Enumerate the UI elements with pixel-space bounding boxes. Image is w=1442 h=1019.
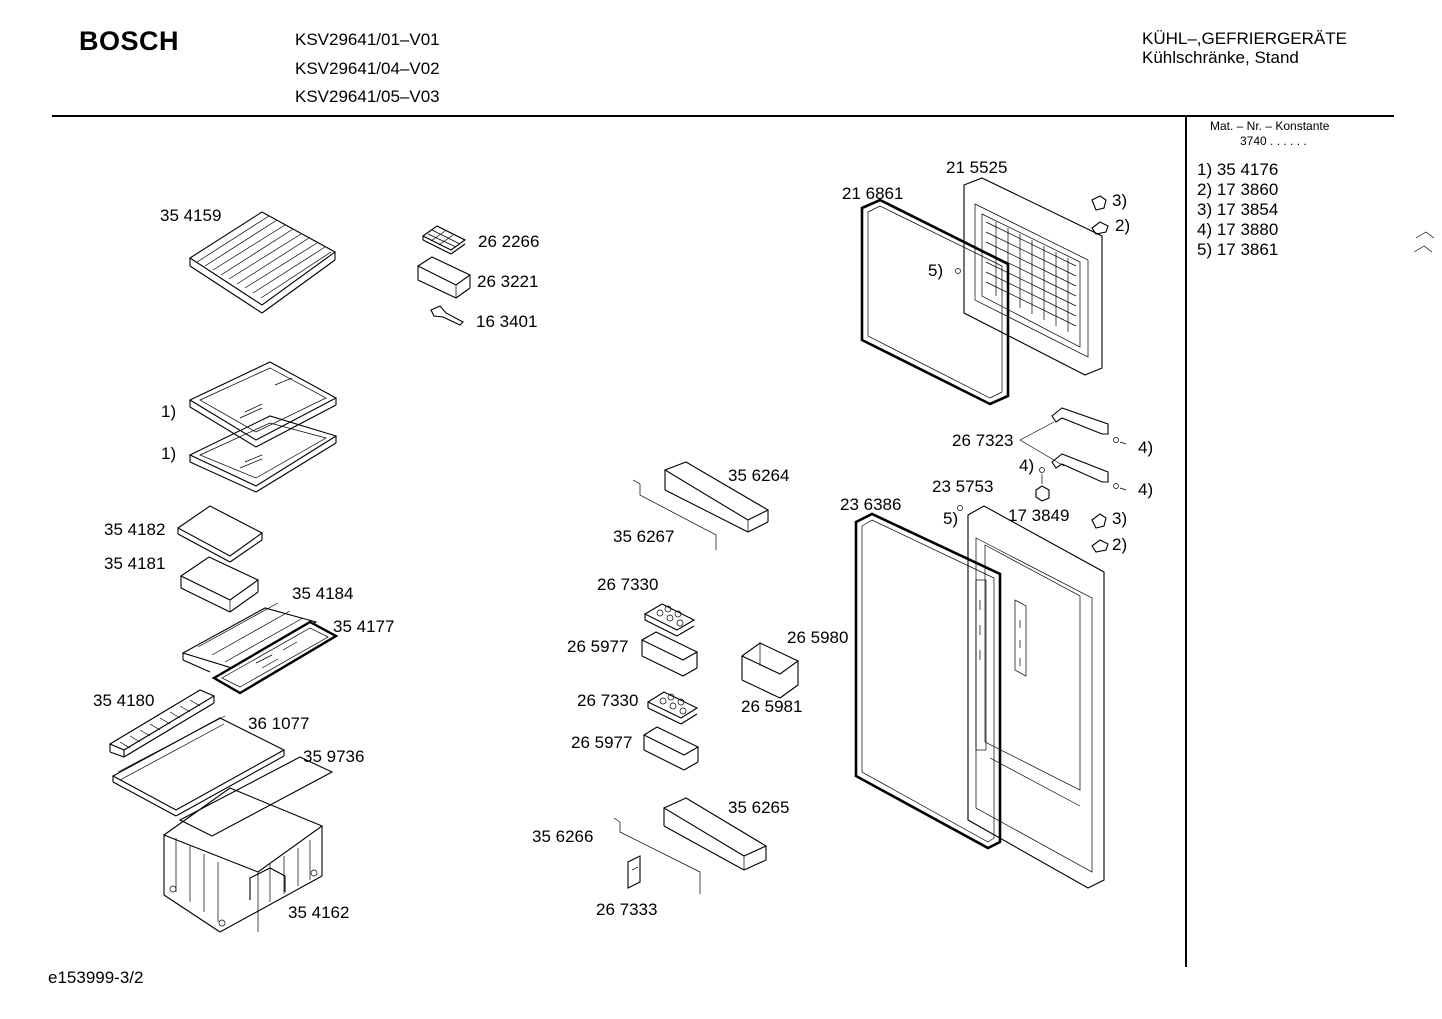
note-4: 4) 17 3880 (1197, 220, 1279, 239)
crisper-glass-part (211, 620, 339, 695)
crisper-cover-plate-part (111, 715, 286, 817)
ref-5-lower: 5) (943, 509, 958, 528)
crisper-divider-plate-part (178, 756, 334, 837)
label-354177: 35 4177 (333, 617, 394, 636)
ice-box-part (416, 256, 472, 299)
bottle-clip-part (627, 855, 641, 889)
drawing-code: e153999-3/2 (48, 968, 144, 987)
ref-4-handle-upper: 4) (1138, 438, 1153, 457)
shelf-rail-lower-part (613, 817, 701, 894)
shelf-rail-upper-part (632, 479, 717, 550)
label-163401: 16 3401 (476, 312, 537, 331)
label-173849: 17 3849 (1008, 506, 1069, 525)
brand-logo: BOSCH (79, 26, 180, 56)
door-handle-upper-part (1051, 407, 1127, 445)
label-356264: 35 6264 (728, 466, 789, 485)
label-236386: 23 6386 (840, 495, 901, 514)
konstante-label: Mat. – Nr. – Konstante (1210, 119, 1330, 133)
fridge-door-gasket-part (854, 512, 1002, 850)
label-356265: 35 6265 (728, 798, 789, 817)
label-263221: 26 3221 (477, 272, 538, 291)
leader-267323-a (1019, 421, 1055, 441)
model-number-3: KSV29641/05–V03 (295, 87, 440, 106)
sidebar-divider (1185, 117, 1187, 967)
label-354180: 35 4180 (93, 691, 154, 710)
butter-dish-upper-part (640, 631, 699, 677)
note-5: 5) 17 3861 (1197, 240, 1279, 259)
ref-1-upper: 1) (161, 402, 176, 421)
decorative-scribble-icon (1413, 231, 1435, 253)
ref-2-upper: 2) (1115, 216, 1130, 235)
label-262266: 26 2266 (478, 232, 539, 251)
label-215525: 21 5525 (946, 158, 1007, 177)
label-356267: 35 6267 (613, 527, 674, 546)
ref-4-screw: 4) (1019, 456, 1034, 475)
hinge-cover-lower-part (957, 505, 1109, 553)
category-title: KÜHL–,GEFRIERGERÄTE (1142, 29, 1347, 48)
label-235753: 23 5753 (932, 477, 993, 496)
support-strip-part (108, 689, 216, 758)
label-267333: 26 7333 (596, 900, 657, 919)
door-shelf-lower-part (662, 797, 768, 871)
crisper-cover-frame-part (181, 602, 318, 673)
label-359736: 35 9736 (303, 747, 364, 766)
bottle-holder-part (740, 642, 800, 699)
label-265980: 26 5980 (787, 628, 848, 647)
egg-tray-upper-part (643, 603, 696, 637)
label-354181: 35 4181 (104, 554, 165, 573)
label-216861: 21 6861 (842, 184, 903, 203)
butter-dish-lower-part (642, 726, 700, 771)
vegetable-bin-part (162, 787, 324, 933)
label-356266: 35 6266 (532, 827, 593, 846)
label-267330-lower: 26 7330 (577, 691, 638, 710)
label-265981: 26 5981 (741, 697, 802, 716)
label-354182: 35 4182 (104, 520, 165, 539)
wire-shelf-part (188, 211, 337, 314)
label-265977-upper: 26 5977 (567, 637, 628, 656)
glass-shelf-lower-part (188, 415, 338, 493)
ref-5-upper: 5) (928, 261, 943, 280)
note-1: 1) 35 4176 (1197, 160, 1279, 179)
freezer-door-part (963, 177, 1103, 376)
note-3: 3) 17 3854 (1197, 200, 1279, 219)
model-number-2: KSV29641/04–V02 (295, 59, 440, 78)
label-265977-lower: 26 5977 (571, 733, 632, 752)
ice-cube-tray-part (421, 225, 467, 255)
ref-3-lower: 3) (1112, 509, 1127, 528)
label-267330-upper: 26 7330 (597, 575, 658, 594)
label-354184: 35 4184 (292, 584, 353, 603)
model-number-1: KSV29641/01–V01 (295, 30, 440, 49)
label-354159: 35 4159 (160, 206, 221, 225)
category-subtitle: Kühlschränke, Stand (1142, 48, 1299, 67)
label-361077: 36 1077 (248, 714, 309, 733)
tray-drawer-part (179, 556, 260, 613)
ice-scraper-part (430, 305, 464, 326)
tray-cover-part (176, 505, 264, 563)
konstante-value: 3740 . . . . . . (1240, 134, 1307, 148)
screw-part (1035, 467, 1050, 502)
hinge-cover-upper-part (955, 195, 1109, 274)
ref-4-handle-lower: 4) (1138, 480, 1153, 499)
door-shelf-upper-part (663, 461, 770, 533)
door-handle-lower-part (1051, 453, 1127, 491)
freezer-door-gasket-part (860, 198, 1010, 406)
fridge-door-part (967, 505, 1105, 889)
ref-2-lower: 2) (1112, 535, 1127, 554)
reference-notes: 1) 35 4176 2) 17 3860 3) 17 3854 4) 17 3… (1197, 160, 1278, 260)
ref-3-upper: 3) (1112, 191, 1127, 210)
label-267323: 26 7323 (952, 431, 1013, 450)
egg-tray-lower-part (646, 691, 699, 725)
header-rule (52, 115, 1394, 117)
glass-shelf-upper-part (188, 361, 338, 448)
leader-267323-b (1019, 439, 1065, 467)
note-2: 2) 17 3860 (1197, 180, 1279, 199)
ref-1-lower: 1) (161, 444, 176, 463)
label-354162: 35 4162 (288, 903, 349, 922)
